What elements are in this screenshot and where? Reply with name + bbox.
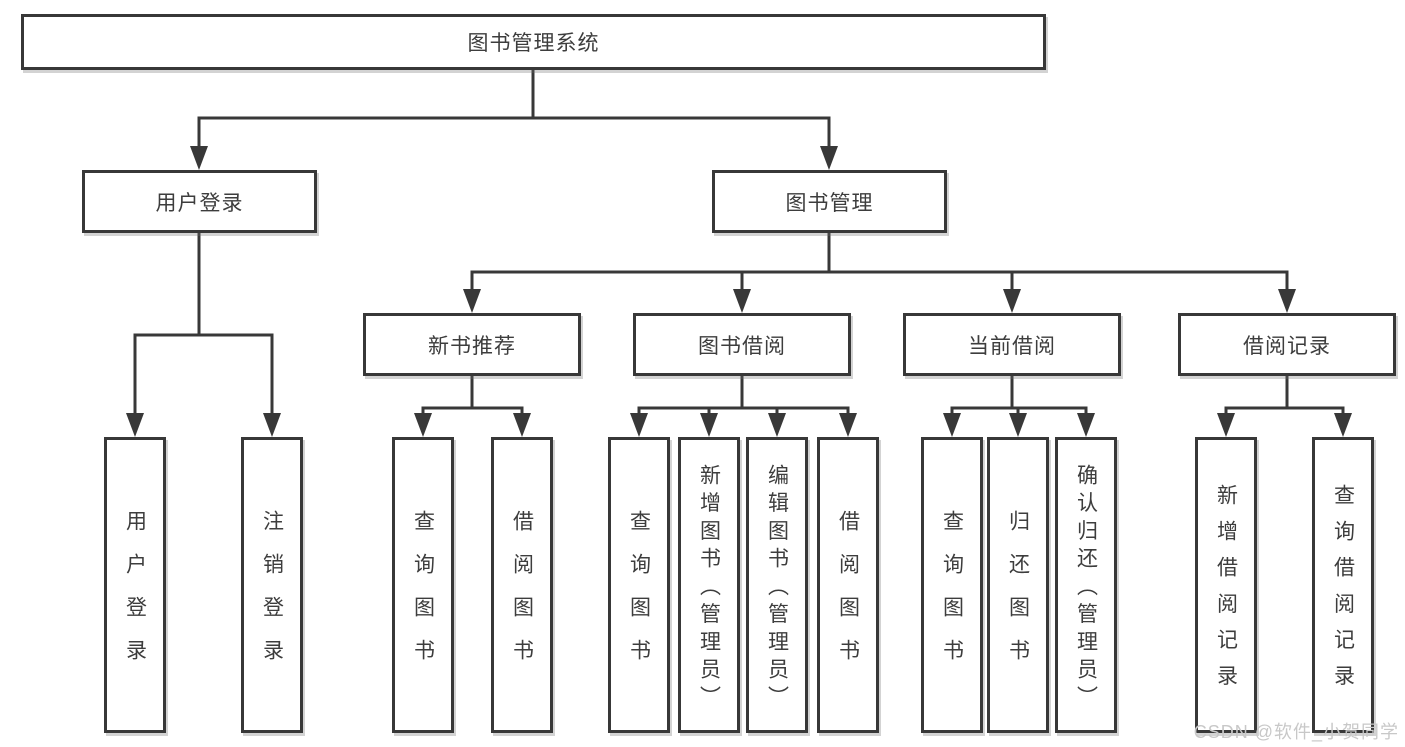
- leaf-logout: 注销登录: [241, 437, 303, 733]
- leaf-edit-book-admin: 编辑图书（管理员）: [746, 437, 808, 733]
- leaf-borrow-book: 借阅图书: [817, 437, 879, 733]
- leaf-query-book-recommend: 查询图书: [392, 437, 454, 733]
- csdn-watermark: CSDN @软件_小贺同学: [1193, 722, 1399, 742]
- leaf-user-login: 用户登录: [104, 437, 166, 733]
- node-new-book-recommend: 新书推荐: [363, 313, 581, 376]
- leaf-borrow-book-recommend: 借阅图书: [491, 437, 553, 733]
- leaf-add-book-admin: 新增图书（管理员）: [678, 437, 740, 733]
- leaf-query-borrow-record: 查询借阅记录: [1312, 437, 1374, 733]
- leaf-confirm-return-admin: 确认归还（管理员）: [1055, 437, 1117, 733]
- node-root-system: 图书管理系统: [21, 14, 1046, 70]
- node-book-borrow: 图书借阅: [633, 313, 851, 376]
- leaf-return-book: 归还图书: [987, 437, 1049, 733]
- node-borrow-record: 借阅记录: [1178, 313, 1396, 376]
- leaf-add-borrow-record: 新增借阅记录: [1195, 437, 1257, 733]
- leaf-query-book-borrow: 查询图书: [608, 437, 670, 733]
- node-book-management: 图书管理: [712, 170, 947, 233]
- node-current-borrow: 当前借阅: [903, 313, 1121, 376]
- node-user-login: 用户登录: [82, 170, 317, 233]
- leaf-query-book-current: 查询图书: [921, 437, 983, 733]
